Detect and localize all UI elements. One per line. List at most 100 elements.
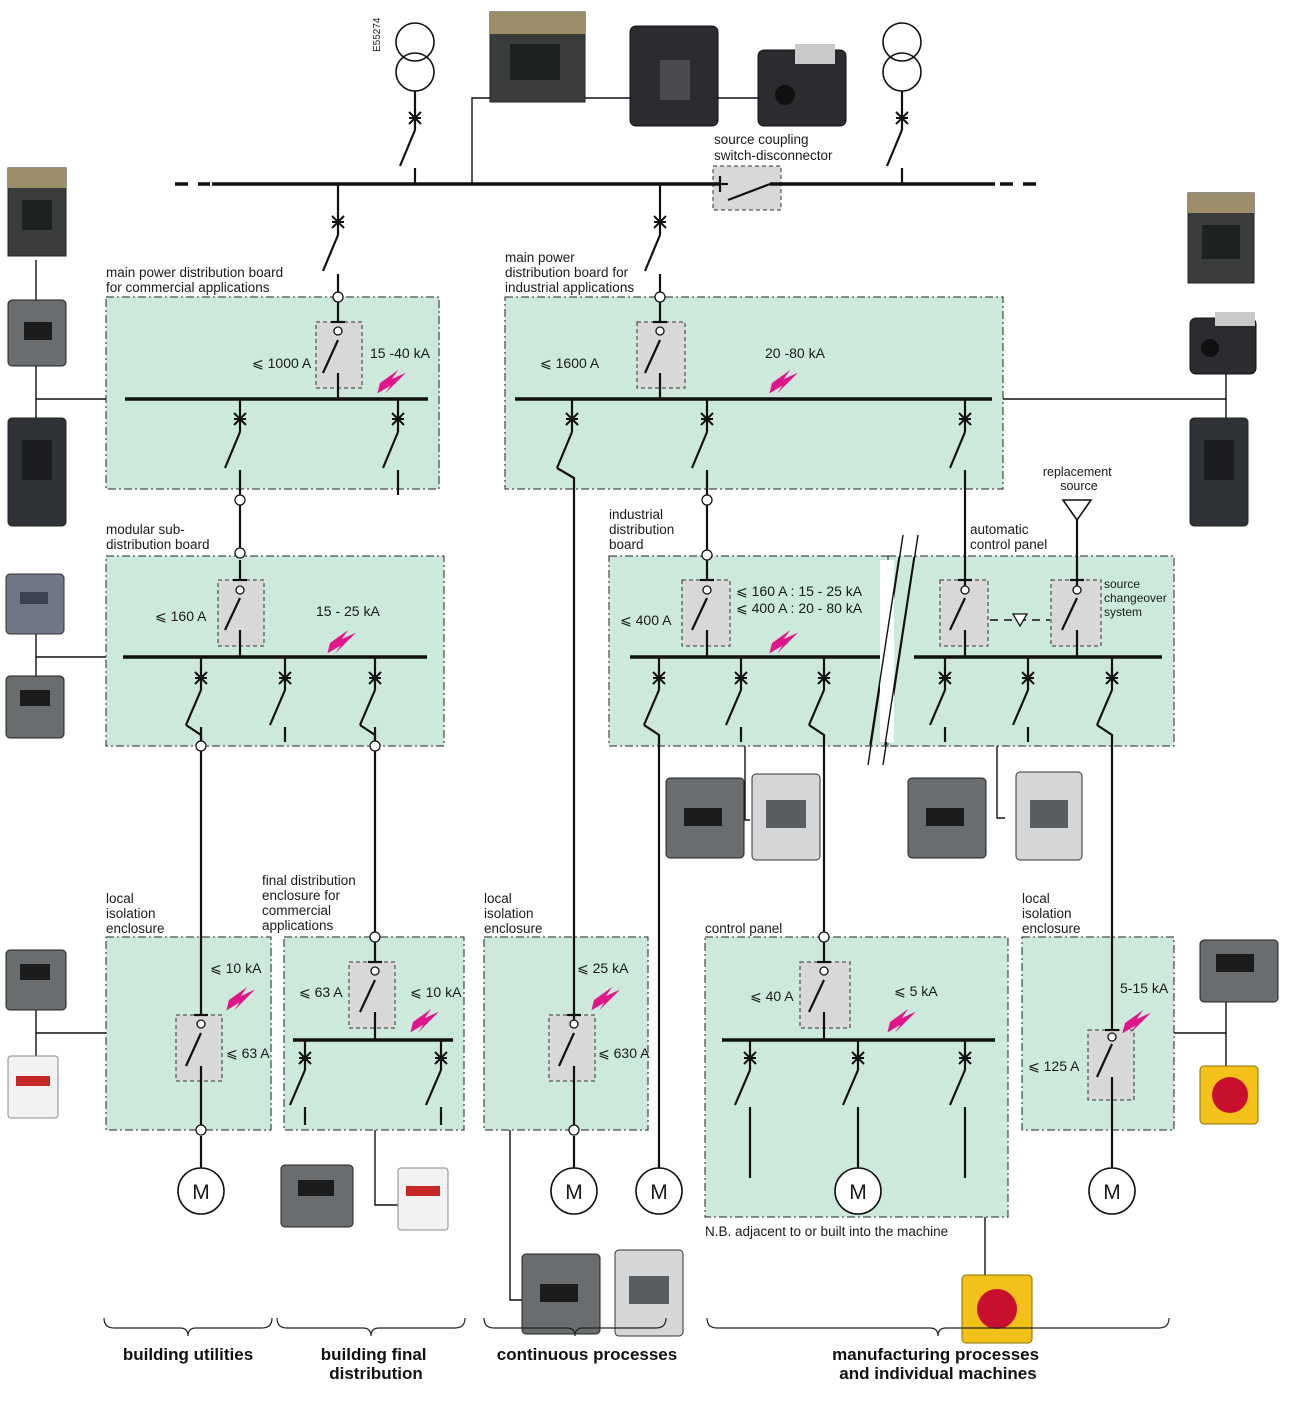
motor-label: M	[565, 1181, 583, 1204]
feeder-commercial	[321, 184, 340, 292]
switch-disconnector-image	[1189, 312, 1257, 375]
replacement-source-label: replacement source	[1043, 465, 1115, 493]
switch-disconnector-image	[757, 44, 847, 127]
motor-label: M	[849, 1181, 867, 1204]
motor-label: M	[1103, 1181, 1121, 1204]
switch-disconnector-image	[629, 25, 719, 127]
moulded-case-switch-image	[521, 1253, 601, 1335]
modular-label: modular sub- distribution board	[106, 522, 210, 552]
isolator-marks	[194, 320, 1119, 1042]
breaker-marks	[194, 111, 1119, 1065]
rating-fault: ⩽ 10 kA	[410, 984, 462, 1000]
category-building-final-distribution: building final distribution	[321, 1345, 432, 1383]
category-braces	[103, 1317, 1170, 1337]
rating-current: ⩽ 1000 A	[252, 355, 312, 371]
coupling-switch-box	[712, 165, 782, 211]
connection-hubs	[195, 291, 830, 1136]
local-iso-3-label: local isolation enclosure	[1022, 891, 1081, 936]
rating-current: ⩽ 1600 A	[540, 355, 600, 371]
motor: M	[635, 1167, 683, 1215]
wire-to-control-panel	[808, 724, 826, 933]
automatic-label: automatic control panel	[970, 522, 1047, 552]
modular-sub-distribution-board	[105, 555, 445, 747]
local-iso-2-label: local isolation enclosure	[484, 891, 543, 936]
moulded-case-switch-image	[665, 777, 745, 859]
coupling-blade	[727, 182, 771, 202]
local-iso-1-internal	[184, 1032, 203, 1168]
motor: M	[834, 1167, 882, 1215]
feeder-industrial	[643, 184, 662, 292]
break-mark	[869, 556, 900, 746]
moulded-case-breaker-image	[7, 417, 67, 527]
moulded-case-switch-image	[7, 299, 67, 367]
rating-current: ⩽ 400 A	[620, 612, 672, 628]
rating-current: ⩽ 63 A	[226, 1045, 270, 1061]
moulded-case-breaker-image	[1015, 771, 1083, 861]
industrial-db-internal	[630, 560, 880, 742]
source-changeover-label: source changeover system	[1104, 577, 1170, 619]
emergency-stop-switch-image	[961, 1274, 1033, 1344]
main-commercial-board	[105, 296, 440, 490]
category-manufacturing: manufacturing processes and individual m…	[832, 1345, 1044, 1383]
break-gap	[880, 560, 894, 742]
replacement-source-symbol	[1061, 499, 1093, 522]
control-panel-label: control panel	[705, 921, 782, 936]
rating-fault: 5-15 kA	[1120, 980, 1169, 996]
transformer-right	[882, 22, 922, 184]
rating-fault: 15 - 25 kA	[316, 603, 380, 619]
rating-fault: 20 -80 kA	[765, 345, 826, 361]
local-iso-1-label: local isolation enclosure	[106, 891, 165, 936]
motor-label: M	[192, 1181, 210, 1204]
rating-fault: ⩽ 5 kA	[894, 983, 938, 999]
transformer-left	[395, 22, 435, 184]
switch-disconnector-image	[5, 949, 67, 1011]
main-industrial-board	[504, 296, 1004, 490]
main-industrial-internal	[515, 302, 992, 500]
modular-breaker-image	[5, 573, 65, 635]
switch-disconnector-image	[280, 1164, 354, 1228]
local-iso-2-internal	[509, 1032, 576, 1301]
industrial-db-label: industrial distribution board	[609, 507, 678, 552]
rating-current: ⩽ 40 A	[750, 988, 794, 1004]
rating-fault: ⩽ 400 A : 20 - 80 kA	[736, 600, 863, 616]
motor: M	[1088, 1167, 1136, 1215]
automatic-internal	[914, 520, 1162, 742]
final-dist-internal	[288, 942, 453, 1206]
air-circuit-breaker-image	[7, 167, 67, 257]
category-continuous-processes: continuous processes	[497, 1345, 677, 1364]
main-industrial-label: main power distribution board for indust…	[505, 250, 634, 295]
wire-to-local-iso-1	[185, 724, 203, 1015]
motor-label: M	[650, 1181, 668, 1204]
rating-fault: ⩽ 10 kA	[210, 960, 262, 976]
moulded-case-breaker-image	[614, 1249, 684, 1337]
local-iso-3-internal	[1095, 1043, 1114, 1170]
moulded-case-breaker-image	[1189, 417, 1249, 527]
switch-disconnector-image	[1199, 939, 1279, 1003]
nb-note: N.B. adjacent to or built into the machi…	[705, 1224, 948, 1239]
miniature-breaker-image	[7, 1055, 59, 1119]
main-commercial-internal	[125, 302, 428, 495]
moulded-case-switch-image	[907, 777, 987, 859]
wire-to-motor-direct	[643, 724, 661, 1170]
control-panel-internal	[722, 942, 995, 1178]
switch-disconnector-image	[5, 675, 65, 739]
rating-fault: 15 -40 kA	[370, 345, 431, 361]
category-building-utilities: building utilities	[123, 1345, 253, 1364]
wire-to-final-dist	[359, 724, 377, 933]
rating-fault: ⩽ 25 kA	[577, 960, 629, 976]
source-coupling-label: source coupling switch-disconnector	[714, 132, 833, 163]
emergency-stop-switch-image	[1199, 1065, 1259, 1125]
rating-fault: ⩽ 160 A : 15 - 25 kA	[736, 583, 863, 599]
rating-current: ⩽ 630 A	[598, 1045, 650, 1061]
rating-current: ⩽ 125 A	[1028, 1058, 1080, 1074]
air-circuit-breaker-image	[489, 11, 586, 103]
moulded-case-breaker-image	[751, 773, 821, 861]
document-code: E55274	[372, 17, 383, 52]
top-device-connector	[471, 97, 500, 184]
rating-current: ⩽ 63 A	[299, 984, 343, 1000]
final-dist-label: final distribution enclosure for commerc…	[262, 873, 360, 933]
motor: M	[550, 1167, 598, 1215]
break-mark	[884, 556, 915, 746]
motor: M	[177, 1167, 225, 1215]
